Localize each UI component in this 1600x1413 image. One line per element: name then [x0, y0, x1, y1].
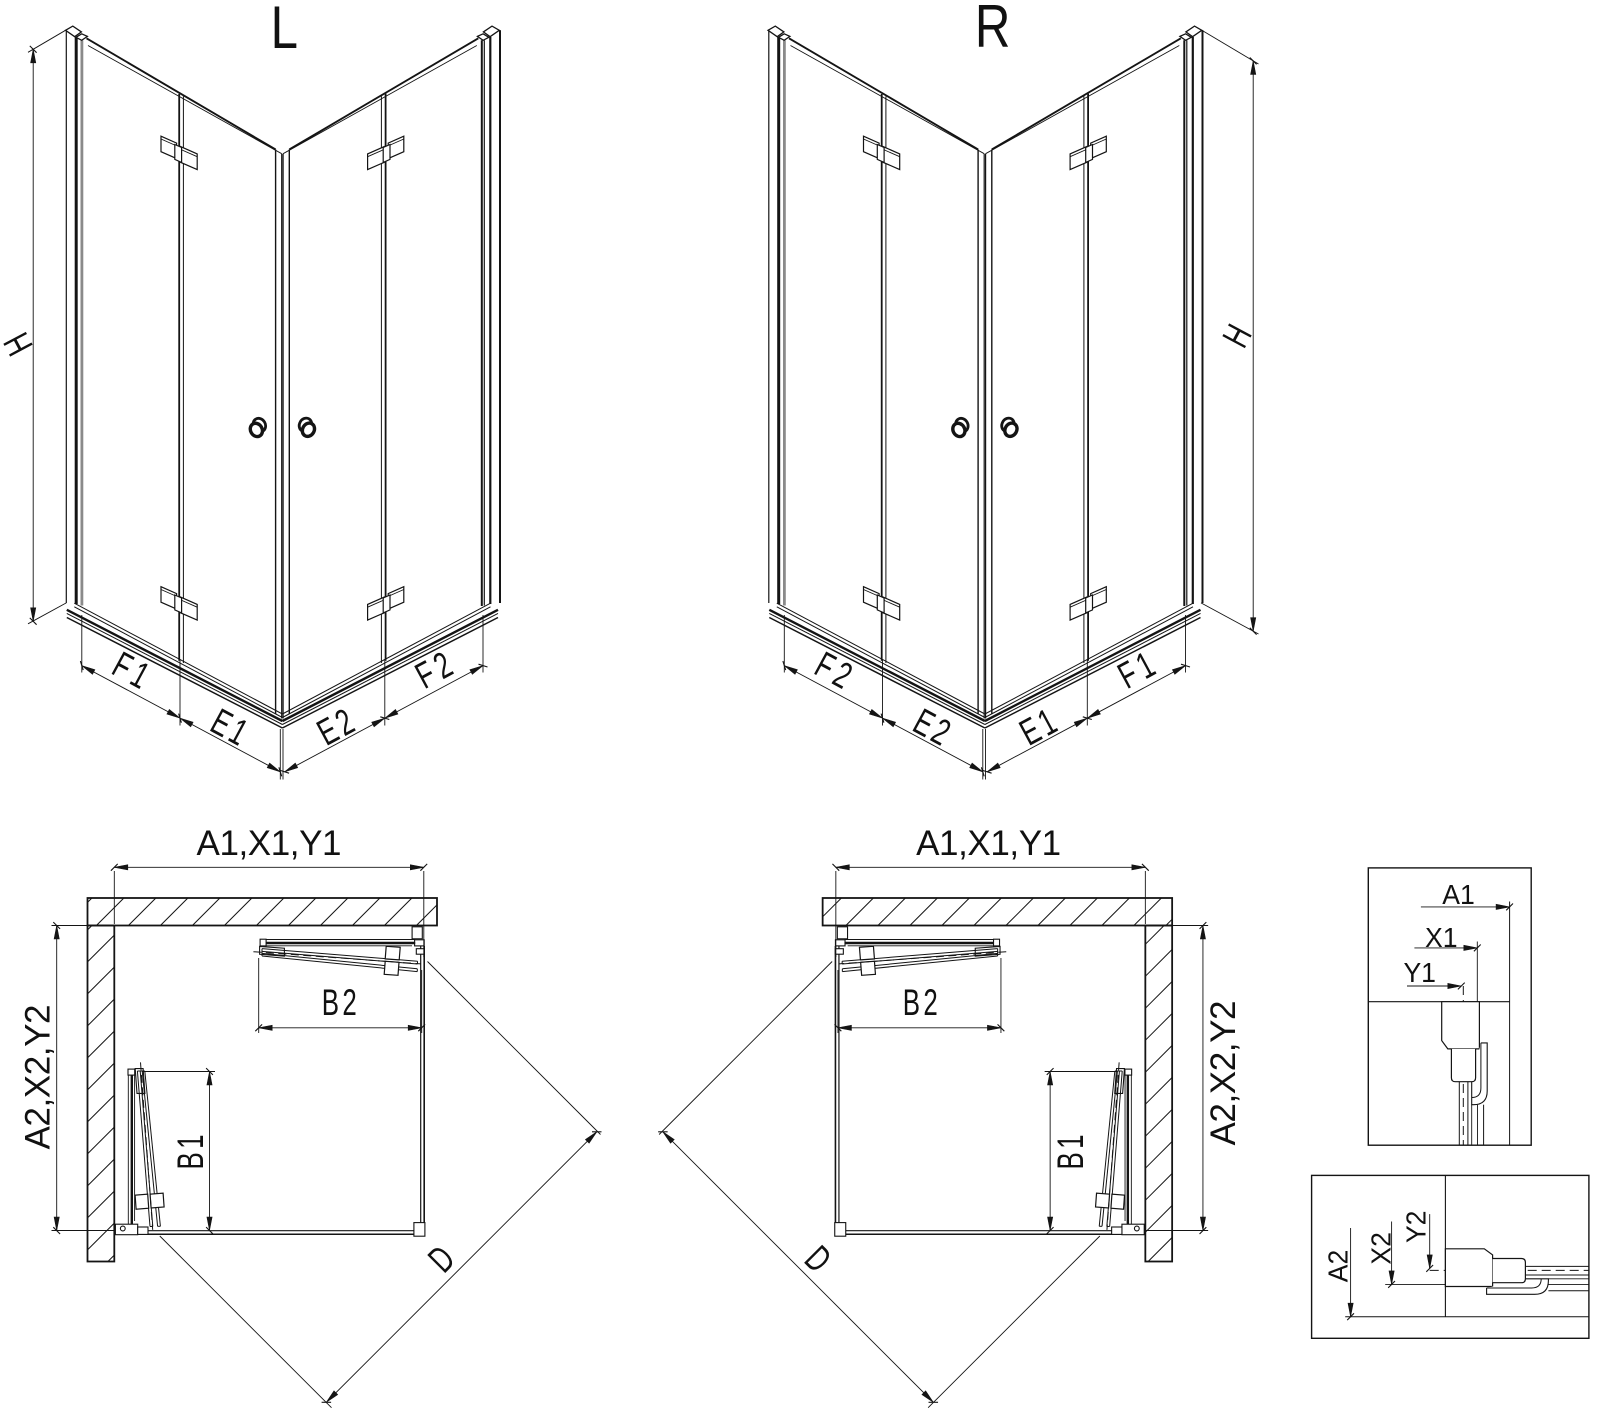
- svg-text:Y2: Y2: [1400, 1211, 1432, 1244]
- svg-text:X2: X2: [1365, 1232, 1397, 1265]
- svg-text:A2,X2,Y2: A2,X2,Y2: [1204, 1001, 1243, 1146]
- svg-text:X1: X1: [1425, 921, 1458, 953]
- svg-text:A1,X1,Y1: A1,X1,Y1: [197, 824, 342, 863]
- svg-text:L: L: [271, 0, 298, 61]
- svg-text:A1: A1: [1442, 878, 1475, 910]
- svg-text:Y1: Y1: [1403, 956, 1436, 988]
- svg-text:A2: A2: [1322, 1250, 1354, 1283]
- svg-text:A1,X1,Y1: A1,X1,Y1: [916, 824, 1061, 863]
- svg-text:A2,X2,Y2: A2,X2,Y2: [19, 1005, 58, 1150]
- svg-text:R: R: [975, 0, 1011, 60]
